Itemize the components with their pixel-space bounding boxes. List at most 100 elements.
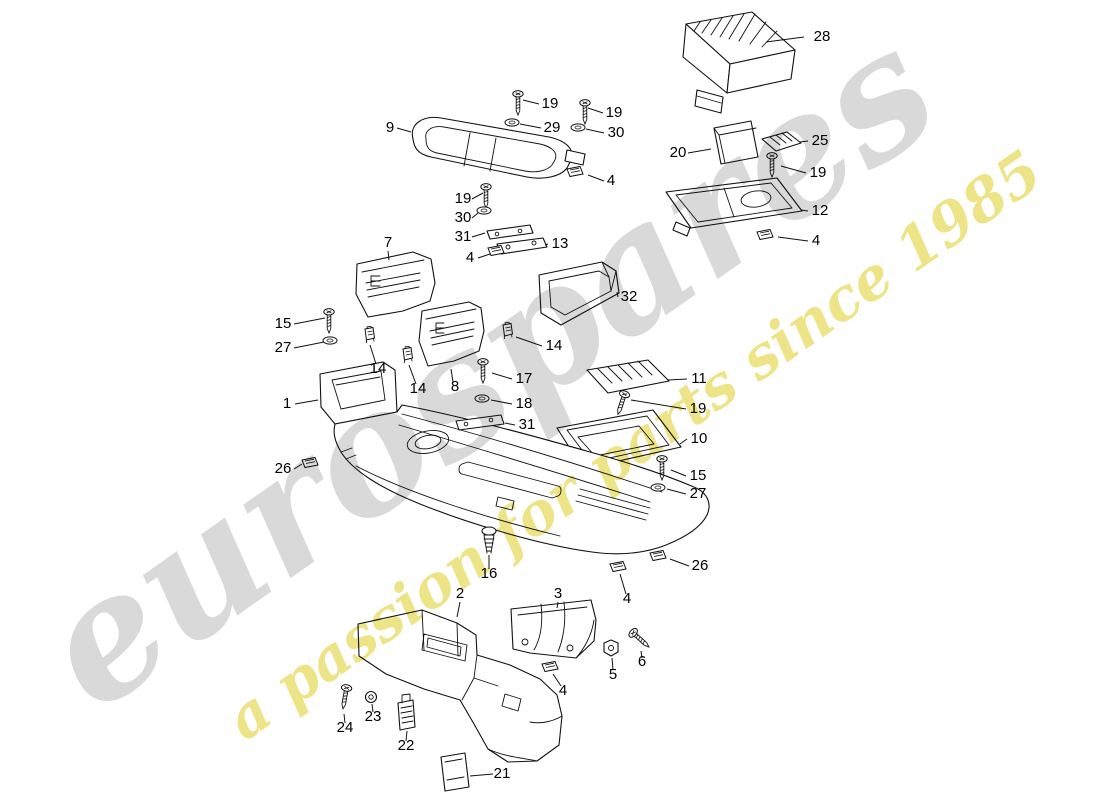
part-number-label-20: 20 [670,144,687,161]
part-4-clip [566,166,584,177]
part-number-label-4: 4 [623,590,631,607]
leader-line-8 [450,368,454,383]
leader-line-10 [679,438,688,445]
leader-line-11 [667,378,688,381]
leader-line-14 [515,336,543,347]
part-number-label-16: 16 [481,565,498,582]
part-number-label-10: 10 [691,430,708,447]
part-20-box [713,120,759,165]
part-29-washer [504,118,520,127]
part-27-washer [322,336,338,345]
part-number-label-9: 9 [386,119,394,136]
leader-line-1 [294,399,319,405]
part-number-label-19: 19 [690,400,707,417]
leader-line-6 [640,650,643,659]
part-number-label-27: 27 [690,485,707,502]
part-number-label-6: 6 [638,653,646,670]
part-number-label-14: 14 [546,337,563,354]
leader-line-12 [800,209,809,212]
part-3-support-bracket [510,599,597,659]
leader-line-30 [471,212,479,219]
leader-line-4 [587,174,605,182]
part-number-label-32: 32 [621,288,638,305]
leader-line-4 [619,573,627,595]
part-number-label-30: 30 [608,124,625,141]
leader-line-15 [293,317,326,325]
part-number-label-15: 15 [275,315,292,332]
leader-line-13 [544,243,549,246]
part-4-clip [541,661,559,672]
exploded-parts-drawing [301,11,803,792]
leader-line-25 [799,140,809,143]
part-21-cover [440,752,470,792]
part-31-bracket-lower [455,414,505,431]
part-number-label-19: 19 [542,95,559,112]
part-number-label-7: 7 [384,234,392,251]
part-number-label-2: 2 [456,585,464,602]
part-12-console-tray [665,177,803,237]
part-number-label-14: 14 [370,360,387,377]
part-15-screw [323,308,335,334]
watermark-brand-text: eurospares [4,0,970,748]
leader-line-4 [477,253,491,259]
part-19-screw [480,183,492,209]
leader-line-2 [456,601,461,618]
part-number-label-29: 29 [544,119,561,136]
leader-line-7 [387,250,390,261]
leader-line-20 [687,148,712,154]
leader-line-30 [585,128,605,134]
part-4-clip [609,561,627,572]
leader-line-24 [343,713,346,724]
leader-line-14 [369,344,377,365]
part-number-label-4: 4 [466,249,474,266]
leader-line-32 [616,291,619,298]
part-number-label-18: 18 [516,395,533,412]
part-30-washer [570,123,586,132]
leader-line-19 [587,107,604,114]
part-28-heater-duct [682,11,796,114]
part-number-label-13: 13 [552,235,569,252]
part-number-label-23: 23 [365,708,382,725]
leader-line-27 [666,488,687,495]
part-number-label-31: 31 [519,416,536,433]
leader-line-4 [777,236,809,242]
part-number-label-25: 25 [812,132,829,149]
leader-line-31 [504,422,516,426]
part-number-label-17: 17 [516,370,533,387]
part-31-bracket-upper [486,224,534,240]
part-number-label-4: 4 [559,682,567,699]
part-number-label-4: 4 [607,172,615,189]
part-25-plate [761,131,802,152]
leader-line-22 [405,730,408,742]
part-number-label-4: 4 [812,232,820,249]
part-number-label-26: 26 [692,557,709,574]
leader-line-19 [630,399,687,410]
part-number-label-19: 19 [455,190,472,207]
part-number-label-31: 31 [455,228,472,245]
part-32-frame [538,261,620,326]
part-number-label-24: 24 [337,719,354,736]
leader-line-29 [519,123,542,129]
part-1-center-console [319,361,710,555]
part-number-label-11: 11 [691,370,707,387]
part-number-label-28: 28 [814,28,831,45]
leader-line-9 [396,127,412,133]
part-30-washer [476,206,492,215]
part-number-label-3: 3 [554,585,562,602]
part-2-rear-console [357,609,563,763]
leader-line-5 [611,657,614,671]
part-number-label-22: 22 [398,737,415,754]
part-5-nut [603,639,619,657]
part-number-label-26: 26 [275,460,292,477]
part-19-screw [512,90,524,116]
leader-line-18 [490,399,513,405]
leader-line-26 [293,463,303,470]
leader-line-28 [765,36,805,43]
part-number-label-5: 5 [609,666,617,683]
part-8-switch-housing [418,301,485,367]
leader-line-19 [522,99,540,105]
part-11-cover-plate [586,359,670,394]
